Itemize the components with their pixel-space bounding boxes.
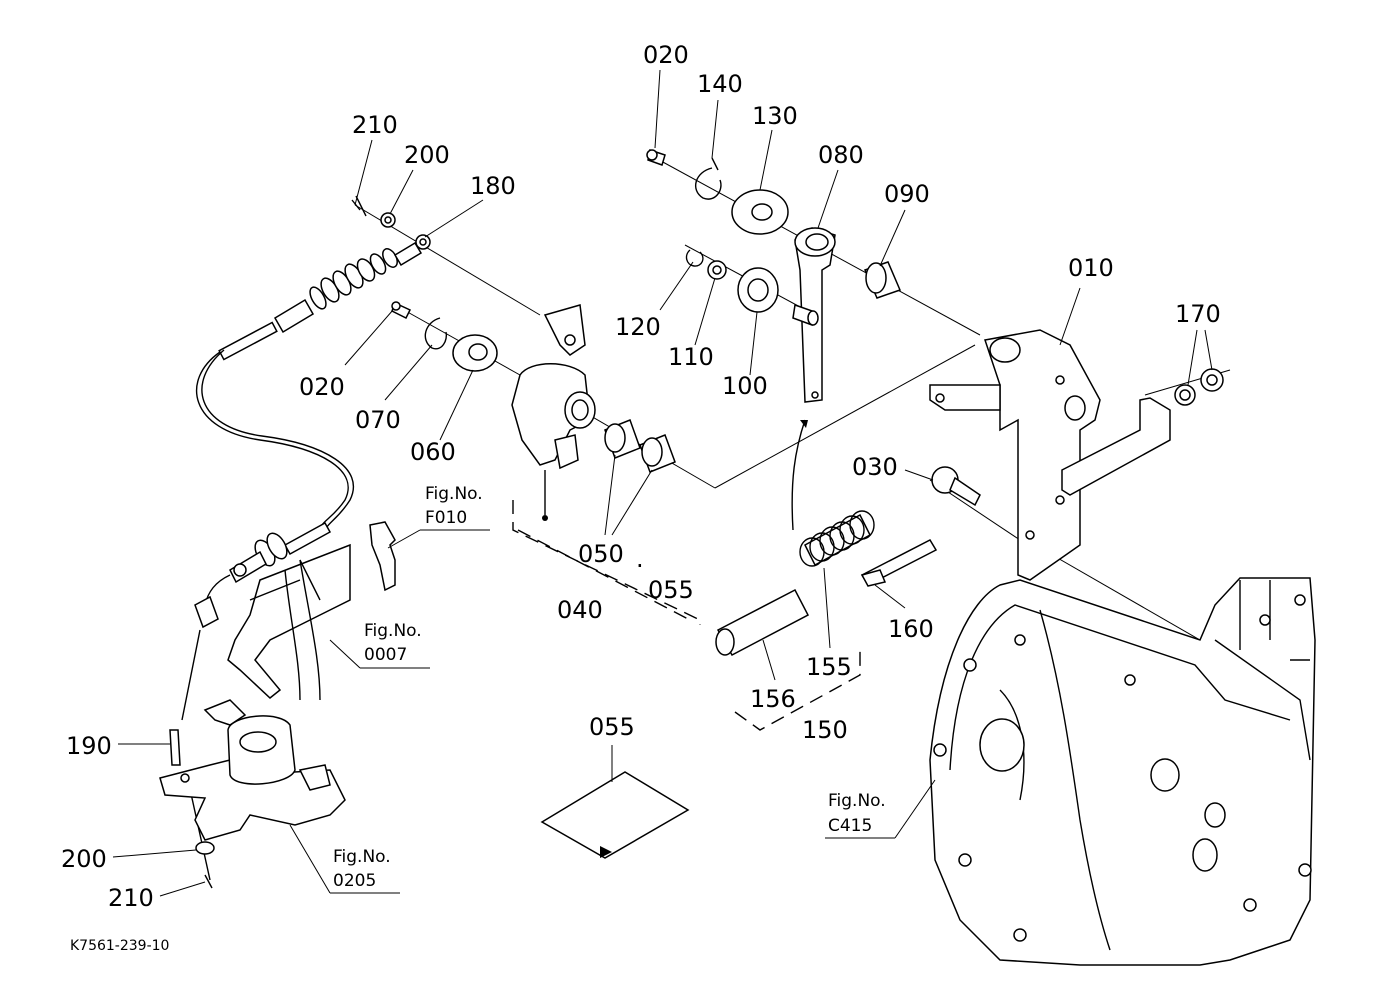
fig-ref-f010-title: Fig.No. xyxy=(425,484,483,504)
figure-references: Fig.No. F010 Fig.No. 0007 Fig.No. C415 F… xyxy=(333,484,886,891)
label-080: 080 xyxy=(818,141,864,169)
label-200-top: 200 xyxy=(404,141,450,169)
label-130: 130 xyxy=(752,102,798,130)
label-150: 150 xyxy=(802,716,848,744)
fig-ref-0007-number: 0007 xyxy=(364,645,407,665)
label-180: 180 xyxy=(470,172,516,200)
fig-ref-c415-number: C415 xyxy=(828,816,872,836)
label-040: 040 xyxy=(557,596,603,624)
label-100: 100 xyxy=(722,372,768,400)
fig-ref-c415-title: Fig.No. xyxy=(828,791,886,811)
label-170: 170 xyxy=(1175,300,1221,328)
pedal-assembly xyxy=(159,699,346,889)
label-210-top: 210 xyxy=(352,111,398,139)
label-010: 010 xyxy=(1068,254,1114,282)
fig-ref-f010-number: F010 xyxy=(425,508,467,528)
label-200-bot: 200 xyxy=(61,845,107,873)
label-110: 110 xyxy=(668,343,714,371)
decal-sheet xyxy=(540,771,690,859)
label-055-b: 055 xyxy=(589,713,635,741)
label-090: 090 xyxy=(884,180,930,208)
fig-ref-0205-title: Fig.No. xyxy=(333,847,391,867)
label-120: 120 xyxy=(615,313,661,341)
label-160: 160 xyxy=(888,615,934,643)
label-dot: · xyxy=(636,552,644,580)
label-190: 190 xyxy=(66,732,112,760)
fig-ref-0205-number: 0205 xyxy=(333,871,376,891)
clutch-housing xyxy=(929,577,1316,966)
group-outlines xyxy=(512,500,861,731)
leader-lines xyxy=(112,69,1213,897)
label-156: 156 xyxy=(750,685,796,713)
label-155: 155 xyxy=(806,653,852,681)
label-060: 060 xyxy=(410,438,456,466)
pedal-bracket xyxy=(227,521,396,701)
drawing-id: K7561-239-10 xyxy=(70,938,169,954)
label-210-bot: 210 xyxy=(108,884,154,912)
label-070: 070 xyxy=(355,406,401,434)
fig-ref-0007-title: Fig.No. xyxy=(364,621,422,641)
bracket-010 xyxy=(929,329,1224,581)
cable-assembly xyxy=(181,195,431,881)
label-030: 030 xyxy=(852,453,898,481)
part-labels: 020 140 130 080 090 210 200 180 010 170 … xyxy=(61,41,1221,912)
label-055-a: 055 xyxy=(648,576,694,604)
label-050: 050 xyxy=(578,540,624,568)
spring-assembly xyxy=(715,419,981,657)
lever-assembly xyxy=(391,301,676,521)
label-140: 140 xyxy=(697,70,743,98)
label-020-top: 020 xyxy=(643,41,689,69)
label-020-mid: 020 xyxy=(299,373,345,401)
